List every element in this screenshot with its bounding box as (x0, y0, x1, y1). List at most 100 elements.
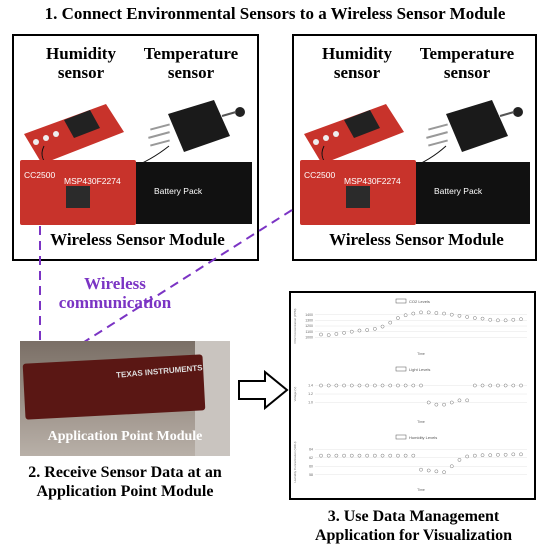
battery-pack-label: Battery Pack (434, 186, 483, 196)
data-point (396, 453, 400, 458)
data-point (426, 310, 431, 315)
data-point (388, 383, 393, 388)
data-point (372, 326, 377, 331)
data-point (488, 383, 493, 388)
data-point (434, 469, 439, 474)
usb-stick-board (22, 354, 206, 420)
data-point (334, 453, 339, 458)
data-point (503, 318, 508, 323)
legend-label: Humidity Levels (409, 435, 437, 440)
data-point (503, 383, 508, 388)
data-point (434, 402, 439, 407)
data-point (349, 383, 354, 388)
humidity-sensor-image (24, 104, 124, 164)
data-point (388, 453, 393, 458)
data-point (357, 328, 362, 333)
data-point (388, 320, 393, 325)
x-axis-label: Time (417, 352, 425, 356)
data-point (349, 453, 354, 458)
data-point (365, 453, 370, 458)
mcu-chip (346, 186, 370, 208)
data-point (380, 324, 385, 329)
data-point (403, 313, 408, 318)
data-point (511, 317, 516, 322)
y-axis-label: CO2 Concentration (PPM) (293, 308, 297, 343)
data-point (334, 383, 339, 388)
y-tick-label: 64 (309, 447, 313, 451)
data-point (319, 383, 323, 388)
data-point (449, 400, 454, 405)
data-point (511, 452, 516, 457)
y-tick-label: 60 (309, 464, 313, 468)
data-point (357, 453, 362, 458)
data-point (465, 454, 470, 459)
wireless-sensor-module-label: Wireless Sensor Module (329, 230, 504, 249)
data-point (434, 311, 439, 315)
data-point (411, 383, 416, 388)
data-point (426, 468, 431, 473)
y-tick-label: 62 (309, 456, 313, 460)
humidity-sensor-label: Humidity sensor (46, 44, 116, 82)
data-point (449, 464, 454, 469)
data-point (457, 398, 462, 403)
step3-caption: 3. Use Data Management Application for V… (314, 508, 513, 544)
x-axis-label: Time (417, 488, 425, 492)
right-arrow-icon (238, 370, 289, 410)
data-point (349, 329, 354, 334)
data-point (403, 383, 408, 388)
y-tick-label: 1300 (305, 319, 313, 323)
application-point-module-label: Application Point Module (47, 429, 203, 444)
y-tick-label: 1.2 (308, 392, 313, 396)
data-point (342, 383, 346, 388)
legend-swatch (395, 366, 407, 372)
data-point (519, 383, 523, 388)
data-point (319, 453, 323, 458)
data-point (442, 311, 446, 316)
data-point (380, 453, 385, 458)
msp430-label: MSP430F2274 (64, 176, 121, 186)
temperature-sensor-label: Temperature sensor (143, 44, 239, 82)
data-point (396, 383, 400, 388)
temperature-sensor-image (148, 100, 245, 152)
data-point (496, 383, 500, 388)
battery-pack (416, 162, 530, 224)
temperature-sensor-label: Temperature sensor (419, 44, 515, 82)
data-point (472, 383, 477, 388)
data-point (326, 383, 331, 388)
y-tick-label: 1100 (305, 330, 313, 334)
data-point (326, 333, 331, 337)
y-tick-label: 58 (309, 473, 313, 477)
application-point-photo: TEXAS INSTRUMENTS Application Point Modu… (20, 341, 230, 456)
figure-title: 1. Connect Environmental Sensors to a Wi… (44, 4, 506, 23)
data-point (426, 400, 431, 405)
data-point (365, 383, 370, 388)
data-point (419, 467, 423, 472)
right-sensor-panel: Humidity sensor Temperature sensor CC250… (292, 34, 537, 261)
legend-swatch (395, 434, 407, 440)
data-point (496, 318, 500, 323)
y-tick-label: 1200 (305, 324, 313, 328)
data-point (419, 383, 423, 388)
y-tick-label: 1400 (305, 313, 313, 317)
data-point (403, 453, 408, 458)
data-point (372, 383, 377, 388)
data-point (411, 311, 416, 316)
y-axis-label: Voltage (V) (293, 387, 297, 402)
cc2500-label: CC2500 (304, 170, 336, 180)
data-point (326, 453, 331, 458)
data-point (519, 317, 523, 322)
data-point (419, 310, 423, 315)
data-point (342, 330, 346, 335)
x-axis-label: Time (417, 420, 425, 424)
data-point (511, 383, 516, 388)
humidity-sensor-label: Humidity sensor (322, 44, 392, 82)
data-point (442, 402, 446, 407)
data-point (480, 453, 485, 458)
data-point (465, 398, 470, 403)
data-point (334, 332, 339, 336)
legend-label: CO2 Levels (409, 299, 430, 304)
data-point (380, 383, 385, 388)
data-point (488, 453, 493, 458)
